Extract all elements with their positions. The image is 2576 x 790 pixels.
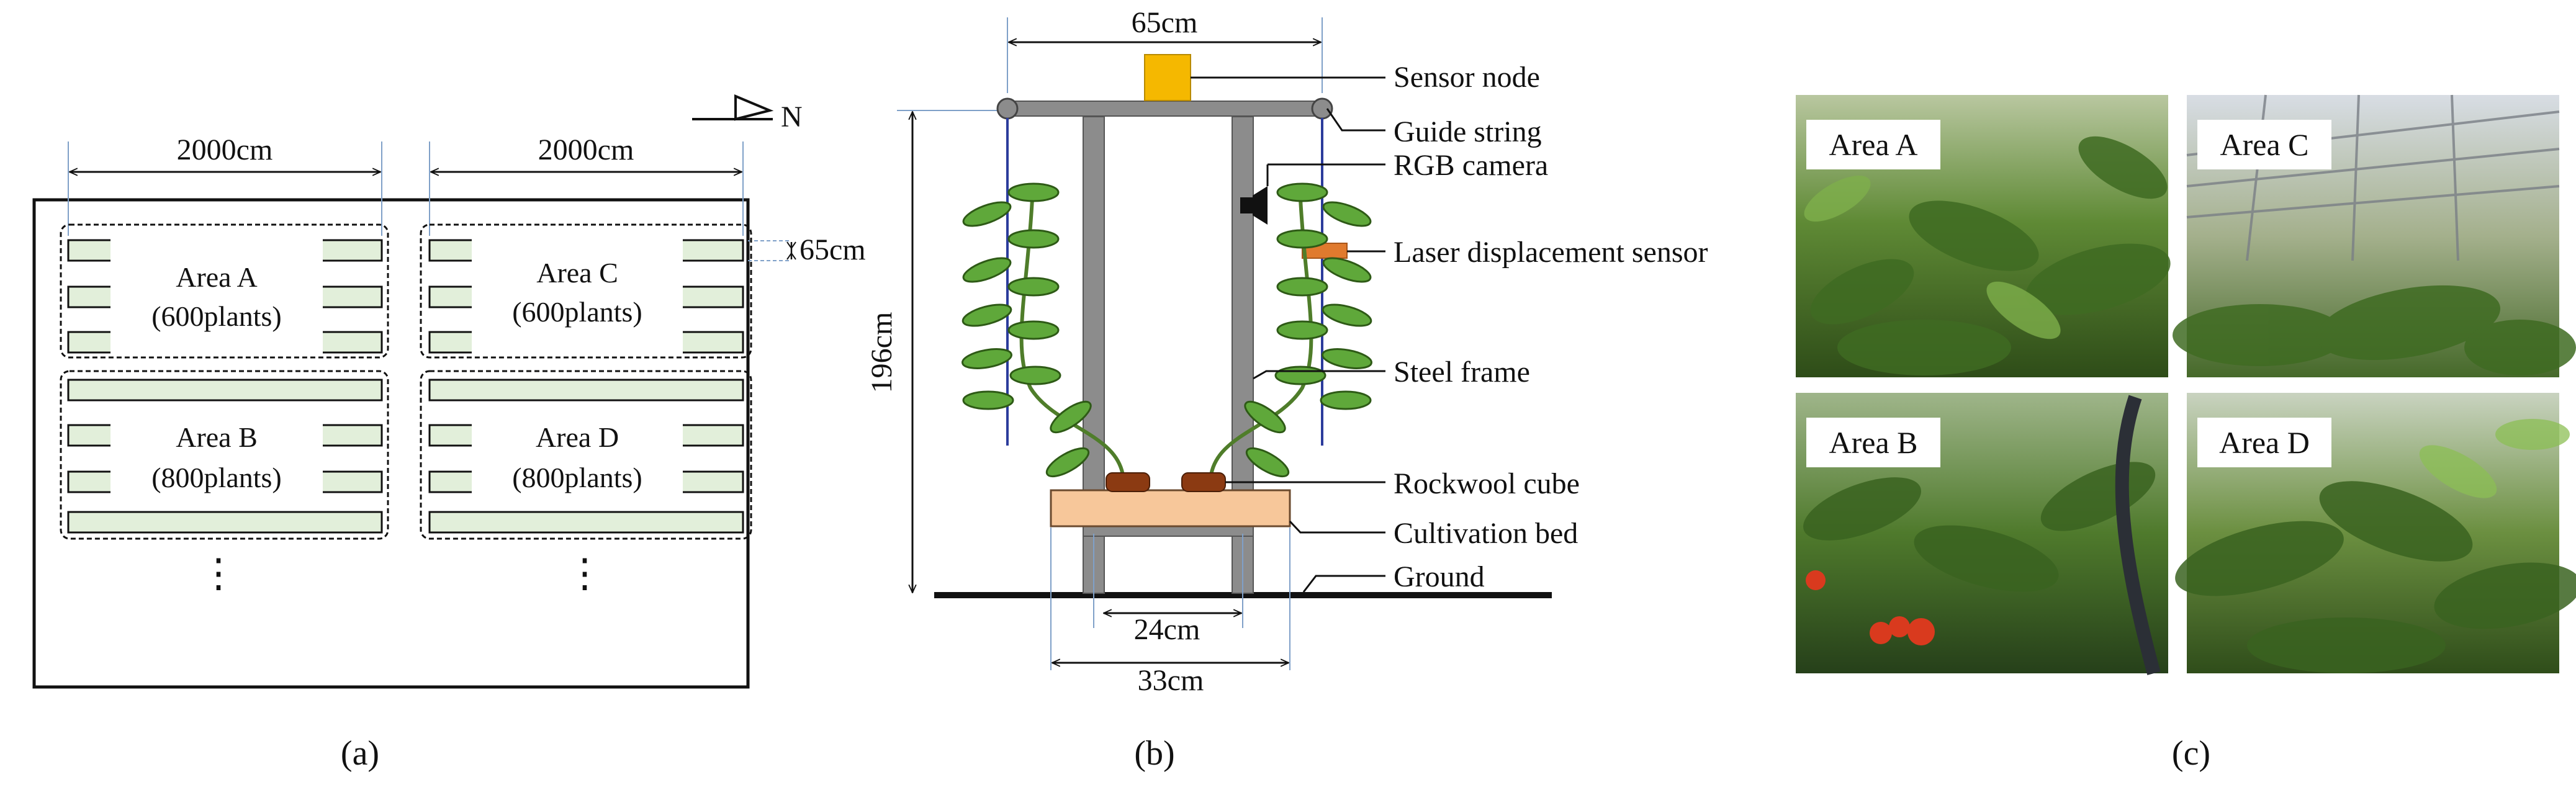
row-gap-label: 65cm — [799, 233, 866, 266]
area-d-plants: (800plants) — [512, 462, 642, 493]
plant-stem-right — [1209, 198, 1313, 483]
panel-c-caption: (c) — [2172, 734, 2210, 773]
cultivation-rows-right — [428, 239, 744, 534]
continuation-ellipsis-right: ⋮ — [565, 551, 605, 595]
outer-width-label: 33cm — [1138, 664, 1204, 697]
photo-label-area-c: Area C — [2220, 127, 2309, 162]
cultivation-bed — [1050, 489, 1291, 527]
steel-frame-top-beam — [1002, 101, 1326, 117]
area-c-name: Area C — [536, 257, 618, 289]
area-c-box — [420, 223, 752, 359]
plant-leaves-right — [1244, 182, 1372, 478]
panel-b-sensor-frame: 65cm 196cm — [865, 6, 1708, 773]
sensor-node-label: Sensor node — [1394, 61, 1540, 94]
area-d-name: Area D — [536, 421, 619, 453]
plant-leaves-left — [961, 182, 1092, 478]
steel-frame-label: Steel frame — [1394, 356, 1530, 388]
steel-frame-crossbar — [1083, 526, 1254, 537]
area-a-box — [60, 223, 389, 359]
area-a-plants: (600plants) — [151, 300, 282, 332]
panel-a-greenhouse-layout: N 2000cm 2000cm 65cm — [32, 94, 866, 773]
area-b-box — [60, 370, 389, 540]
greenhouse-outline — [32, 198, 750, 689]
width-label-right: 2000cm — [538, 133, 634, 166]
panel-b-caption: (b) — [1134, 734, 1174, 773]
height-label: 196cm — [865, 312, 898, 393]
pulley-left — [996, 97, 1019, 120]
continuation-ellipsis-left: ⋮ — [199, 551, 238, 595]
area-c-plants: (600plants) — [512, 296, 642, 328]
area-b-plants: (800plants) — [151, 462, 282, 493]
plant-stem-left — [1019, 198, 1125, 483]
rgb-camera-icon — [1240, 186, 1268, 225]
photo-label-area-d: Area D — [2219, 425, 2310, 460]
laser-sensor-label: Laser displacement sensor — [1394, 236, 1708, 269]
panel-a-caption: (a) — [341, 734, 379, 773]
rockwool-cube-label: Rockwool cube — [1394, 467, 1580, 500]
photo-label-area-b: Area B — [1829, 425, 1918, 460]
area-d-box — [420, 370, 752, 540]
ground-label: Ground — [1394, 560, 1485, 593]
sensor-node-box — [1144, 54, 1191, 101]
top-width-label: 65cm — [1132, 6, 1198, 39]
greenhouse-roof-photo-icon — [2173, 94, 2576, 377]
north-arrow-icon — [692, 94, 774, 121]
area-a-name: Area A — [176, 261, 258, 293]
rgb-camera-label: RGB camera — [1394, 149, 1548, 182]
greenhouse-plant-photo-icon — [1796, 95, 2171, 377]
area-b-name: Area B — [176, 421, 258, 453]
cultivation-rows-left — [67, 239, 383, 534]
inner-width-label: 24cm — [1134, 613, 1200, 646]
tomato-fruit-photo-icon — [1796, 393, 2168, 675]
rockwool-cube-right — [1181, 472, 1226, 492]
width-label-left: 2000cm — [177, 133, 273, 166]
north-label: N — [781, 101, 803, 133]
greenhouse-plant-photo-icon — [2175, 393, 2576, 673]
rockwool-cube-left — [1106, 472, 1150, 492]
photo-label-area-a: Area A — [1829, 127, 1918, 162]
guide-string-label: Guide string — [1394, 115, 1542, 148]
pulley-right — [1311, 97, 1333, 120]
panel-c-photos: Area A Area C — [1796, 94, 2576, 773]
cultivation-bed-label: Cultivation bed — [1394, 517, 1578, 550]
